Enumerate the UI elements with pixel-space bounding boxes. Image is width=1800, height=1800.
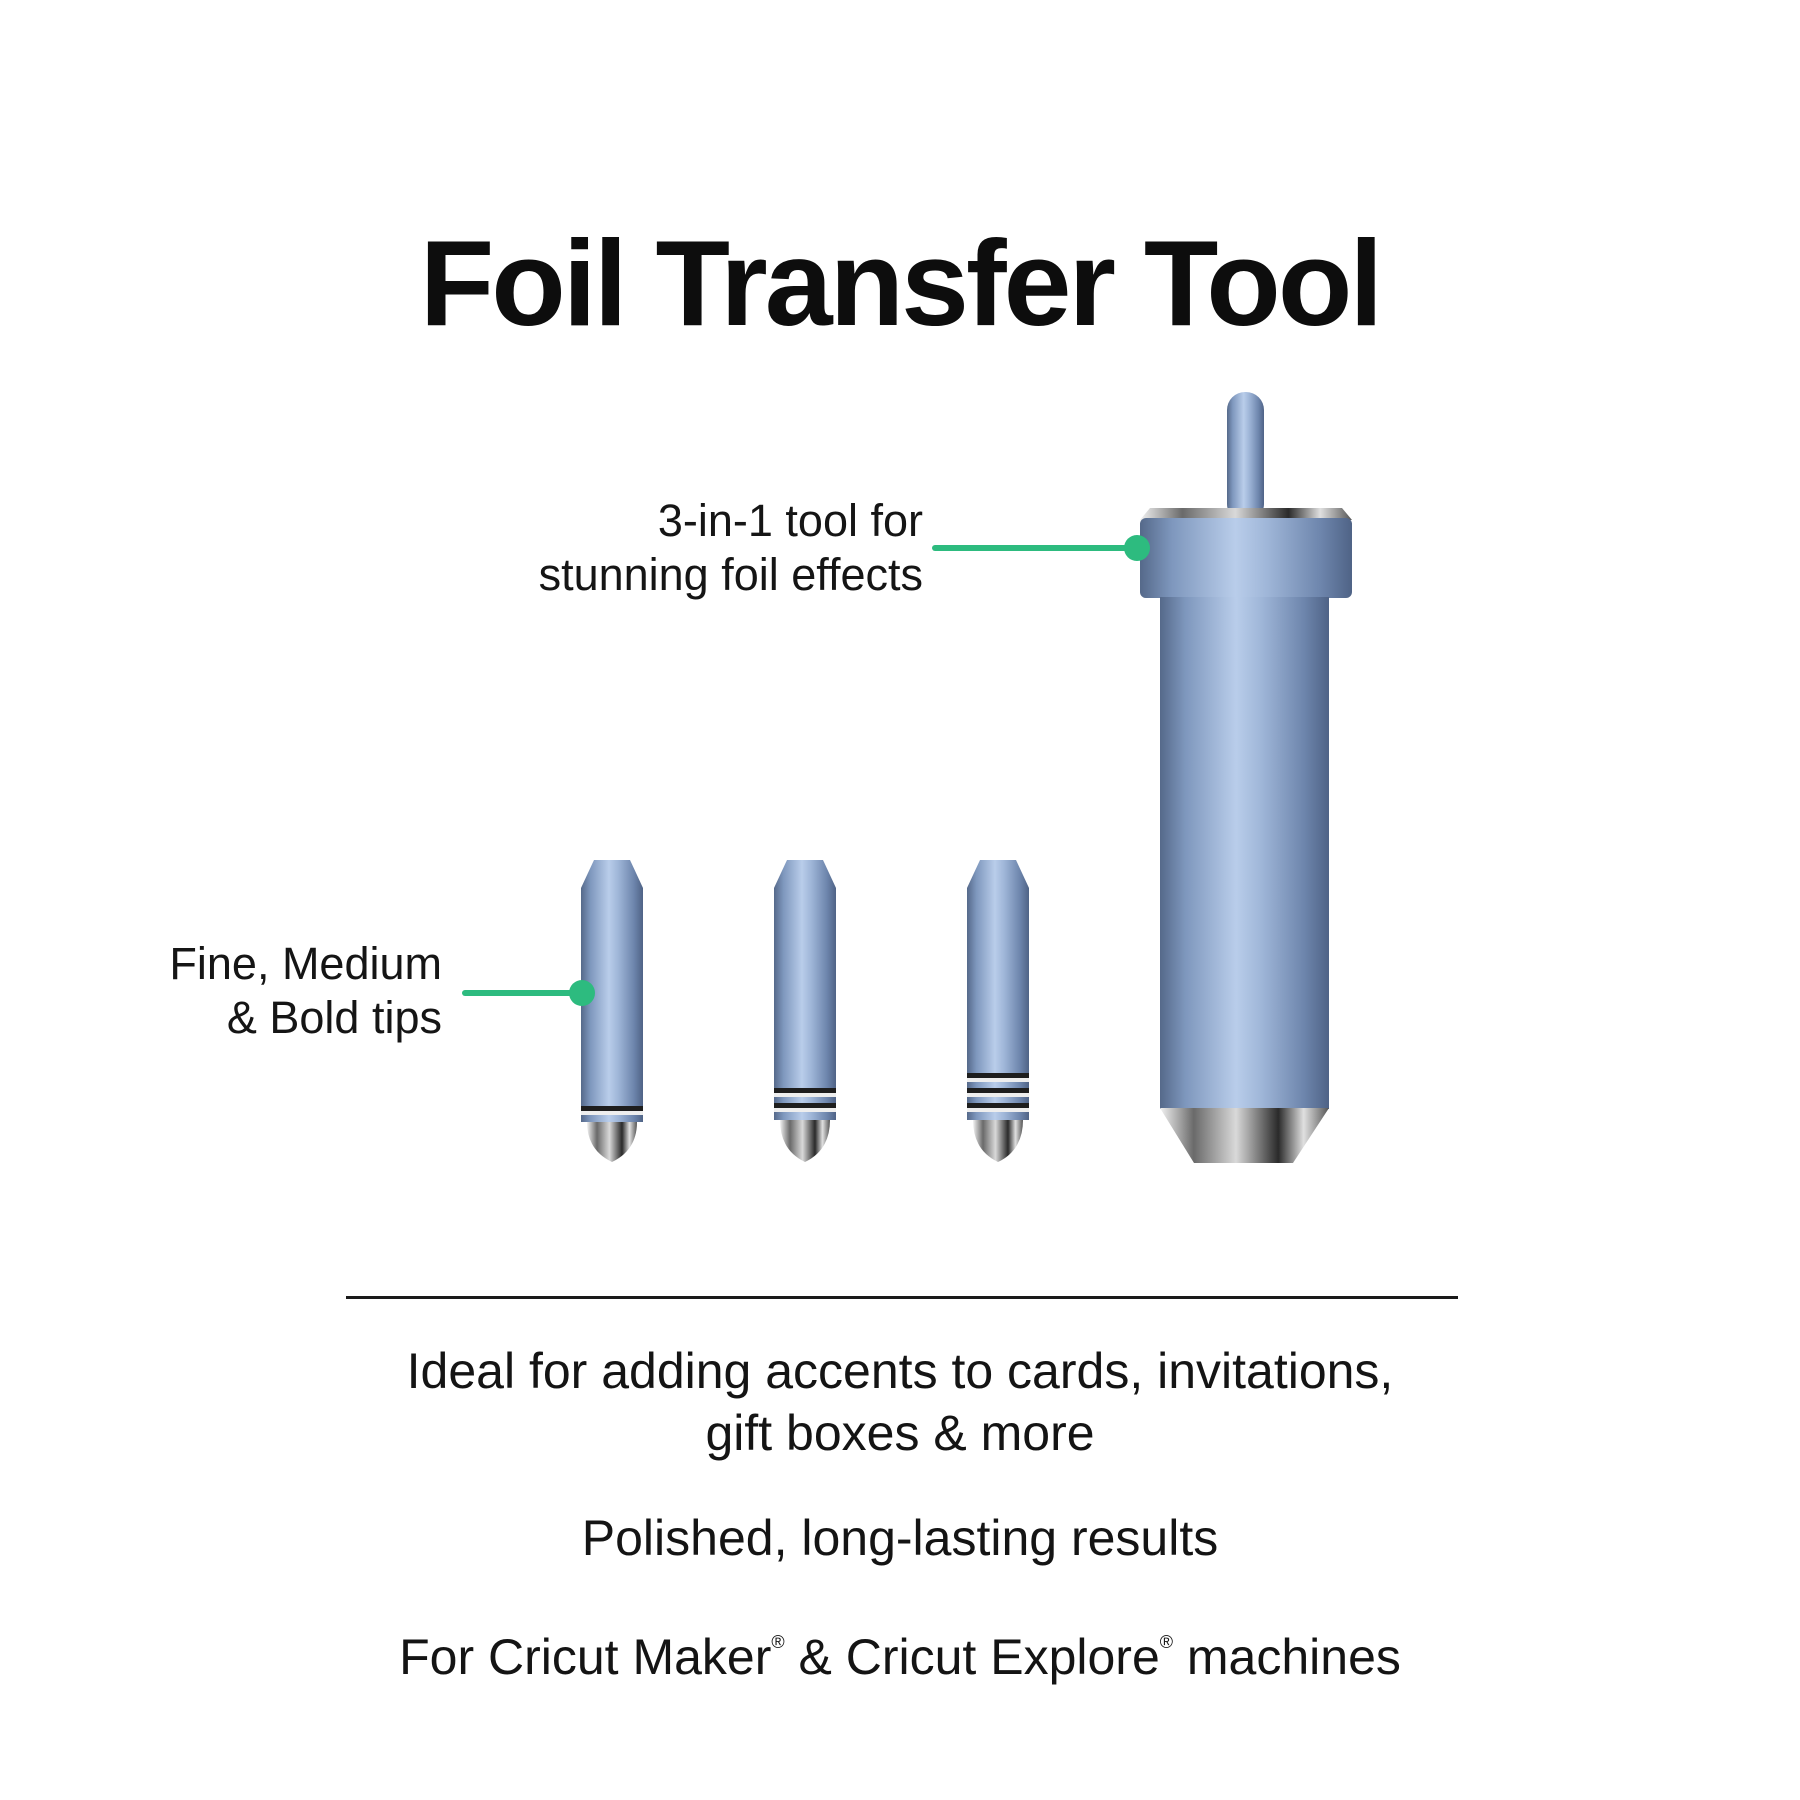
callout-tips-label: Fine, Medium & Bold tips xyxy=(100,937,442,1045)
page-title: Foil Transfer Tool xyxy=(419,214,1383,351)
medium-tip xyxy=(774,860,836,1162)
feature-accents-line1: Ideal for adding accents to cards, invit… xyxy=(406,1343,1394,1399)
callout-housing-dot-icon xyxy=(1124,535,1150,561)
callout-tips-line2: & Bold tips xyxy=(226,992,442,1043)
callout-housing-label: 3-in-1 tool for stunning foil effects xyxy=(420,494,923,602)
housing-tool xyxy=(1140,392,1352,1163)
compat-machines: machines xyxy=(1173,1629,1401,1685)
callout-housing-leader-line xyxy=(932,545,1132,551)
feature-results: Polished, long-lasting results xyxy=(0,1507,1800,1569)
compat-explore: & Cricut Explore xyxy=(784,1629,1160,1685)
fine-tip xyxy=(581,860,643,1162)
callout-housing-line2: stunning foil effects xyxy=(538,549,923,600)
feature-accents-line2: gift boxes & more xyxy=(705,1405,1095,1461)
registered-mark: ® xyxy=(771,1632,785,1652)
callout-tips-line1: Fine, Medium xyxy=(169,938,442,989)
callout-housing-line1: 3-in-1 tool for xyxy=(657,495,923,546)
callout-tips-leader-line xyxy=(462,990,582,996)
feature-accents: Ideal for adding accents to cards, invit… xyxy=(0,1340,1800,1464)
feature-results-line1: Polished, long-lasting results xyxy=(581,1510,1219,1566)
registered-mark: ® xyxy=(1159,1632,1174,1652)
compat-maker: For Cricut Maker xyxy=(399,1629,772,1685)
feature-compatibility: For Cricut Maker® & Cricut Explore® mach… xyxy=(0,1611,1800,1688)
callout-tips-dot-icon xyxy=(569,980,595,1006)
bold-tip xyxy=(967,860,1029,1162)
section-divider xyxy=(346,1296,1458,1299)
